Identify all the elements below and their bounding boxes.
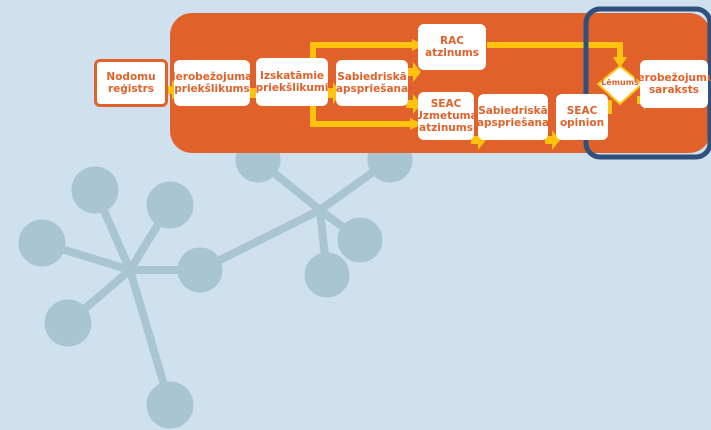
box-label: SEAC Uzmetuma atzinums <box>414 98 478 134</box>
box-label: Sabiedriskā apspriešana <box>335 71 409 95</box>
arrow-4-up <box>406 62 421 82</box>
box-izskatamie-priekslikumi: Izskatāmie priekšlikumi <box>256 58 328 106</box>
molecule-decoration <box>18 137 413 429</box>
box-label: Sabiedriskā apspriešana <box>476 105 550 129</box>
box-nodomu-registrs: Nodomu reģistrs <box>94 59 168 107</box>
decision-label: Lēmums <box>601 78 639 87</box>
rac-to-decision-line <box>487 42 623 58</box>
box-label: RAC atzinums <box>425 35 479 59</box>
arrow-3 <box>326 82 341 104</box>
box-sabiedriska-apspriesana-1: Sabiedriskā apspriešana <box>336 60 408 106</box>
box-ierobezojuma-priekslikums: Ierobežojuma priekšlikums <box>171 60 253 106</box>
box-sabiedriska-apspriesana-2: Sabiedriskā apspriešana <box>476 94 550 140</box>
box-label: SEAC opinion <box>559 105 605 129</box>
box-label: Izskatāmie priekšlikumi <box>255 70 329 94</box>
arrow-1 <box>165 80 180 100</box>
branch-bottom-line <box>310 105 414 127</box>
arrow-4-down <box>406 94 421 114</box>
box-label: Ierobežojumu saraksts <box>633 72 711 96</box>
arrow-to-decision <box>613 57 627 68</box>
decision-diamond <box>596 64 644 106</box>
box-rac-atzinums: RAC atzinums <box>418 24 486 70</box>
box-label: Nodomu reģistrs <box>106 71 156 95</box>
box-label: Ierobežojuma priekšlikums <box>171 71 253 95</box>
arrow-5 <box>471 130 486 150</box>
arrow-6 <box>545 130 560 150</box>
box-seac-uzmetuma-atzinums: SEAC Uzmetuma atzinums <box>414 92 478 140</box>
box-seac-opinion: SEAC opinion <box>556 94 608 140</box>
box-ierobezojumu-saraksts: Ierobežojumu saraksts <box>634 60 711 108</box>
highlight-frame <box>583 6 711 160</box>
arrow-to-seac-bottom <box>410 118 422 130</box>
